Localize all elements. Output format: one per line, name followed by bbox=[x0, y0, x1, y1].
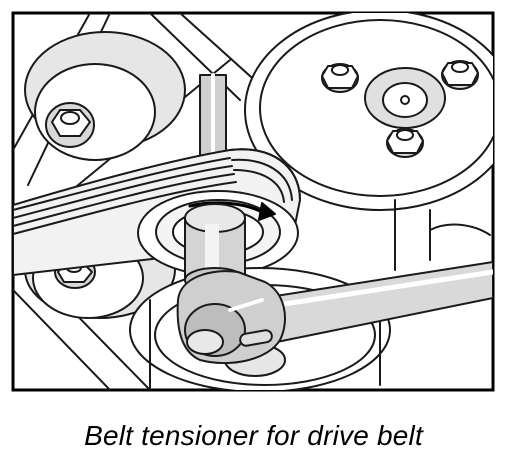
pulley-bolts bbox=[321, 60, 479, 158]
rotation-arrowhead bbox=[258, 202, 276, 221]
crankshaft-pulley bbox=[244, 13, 493, 211]
ratchet-wrench bbox=[176, 261, 493, 364]
upper-left-pulley bbox=[24, 31, 186, 161]
figure-caption: Belt tensioner for drive belt bbox=[84, 420, 423, 451]
belt-tensioner-illustration bbox=[11, 11, 495, 392]
engine-bracket bbox=[394, 199, 491, 271]
rotation-arrow bbox=[188, 201, 264, 214]
